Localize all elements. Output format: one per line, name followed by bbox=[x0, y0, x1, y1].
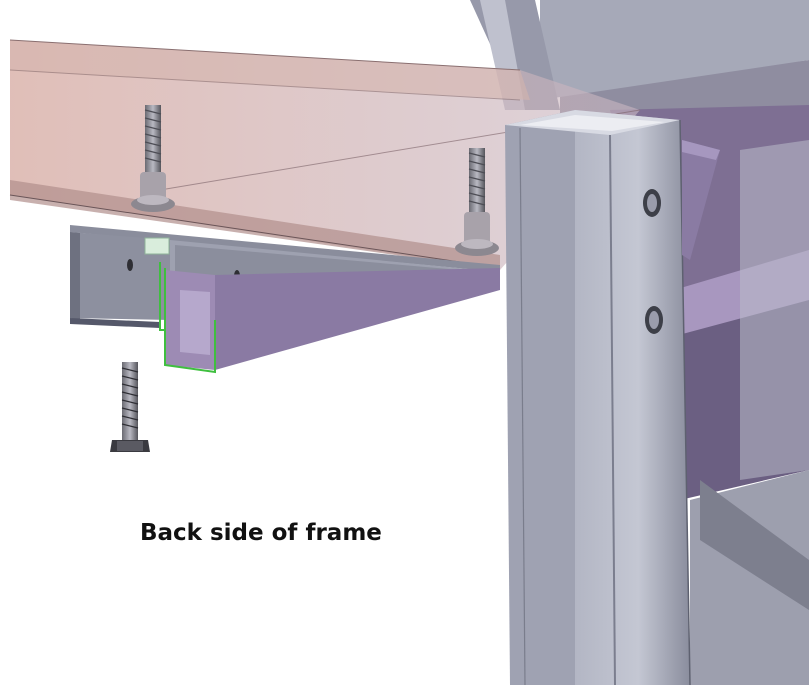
bracket-plate bbox=[682, 140, 720, 260]
shoulder-bolt-icon bbox=[131, 105, 175, 212]
shoulder-bolt-icon bbox=[455, 148, 499, 256]
vertical-post bbox=[505, 110, 691, 685]
purple-strut-channel bbox=[144, 237, 500, 374]
caption-back-side-of-frame: Back side of frame bbox=[140, 520, 382, 546]
t-bolt-icon bbox=[110, 362, 150, 452]
